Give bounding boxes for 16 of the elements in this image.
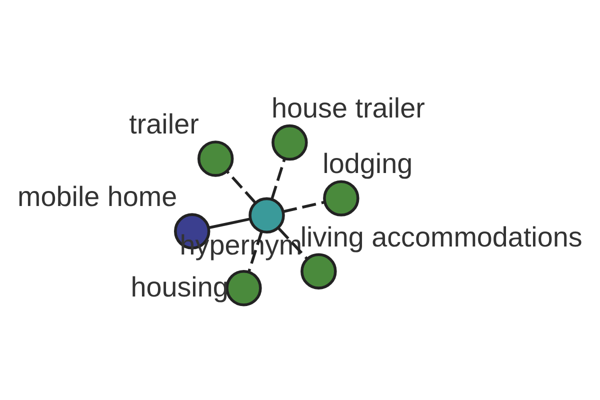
connector bbox=[208, 218, 251, 230]
node-label: mobile home bbox=[18, 181, 178, 212]
node-label: trailer bbox=[129, 108, 199, 140]
connector bbox=[270, 158, 286, 200]
node-label: living accommodations bbox=[300, 221, 582, 252]
node-label: housing bbox=[130, 271, 228, 302]
node-label: lodging bbox=[322, 148, 413, 180]
node-circle bbox=[197, 140, 234, 177]
node-circle bbox=[323, 180, 360, 216]
connector bbox=[226, 170, 256, 204]
node-label: house trailer bbox=[272, 92, 425, 124]
node-circle bbox=[226, 270, 262, 306]
node-circle bbox=[272, 124, 308, 161]
node-circle bbox=[248, 197, 285, 234]
connector bbox=[282, 200, 325, 213]
node-circle bbox=[300, 253, 337, 290]
